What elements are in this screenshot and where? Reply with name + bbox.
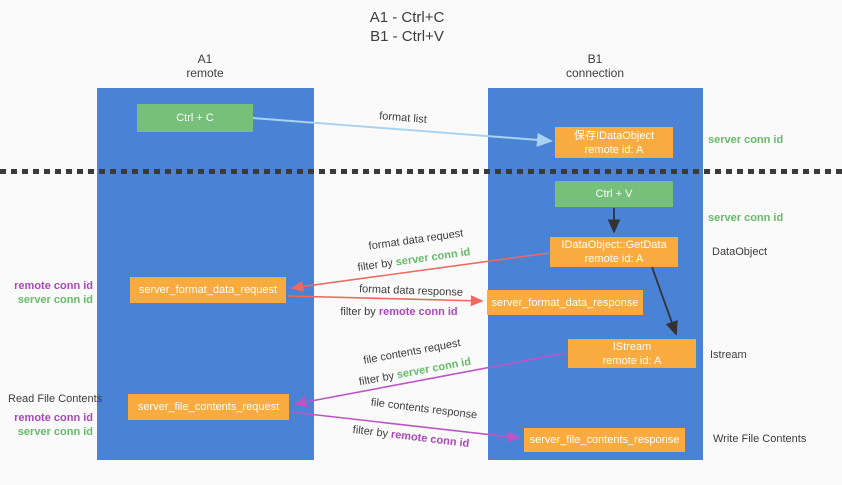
read-file-contents-label: Read File Contents (8, 393, 103, 405)
istream-line1: IStream (612, 340, 652, 353)
ctrl-c-label: Ctrl + C (176, 112, 214, 124)
arrow-format-data-response (287, 295, 484, 307)
lane-header-a1: A1 remote (135, 52, 275, 80)
conn-id-stack-format: remote conn id server conn id (10, 279, 93, 307)
server-format-data-response-node: server_format_data_response (487, 290, 643, 315)
server-conn-id-left-label-2: server conn id (17, 426, 93, 438)
istream-side-label: Istream (710, 349, 747, 361)
arrow-format-list (252, 117, 553, 147)
server-format-data-response-label: server_format_data_response (491, 296, 639, 309)
ctrl-c-node: Ctrl + C (137, 104, 253, 132)
dataobject-label: DataObject (712, 246, 768, 258)
lane-a1-name: A1 (197, 52, 213, 66)
remote-conn-id-text: remote conn id (378, 306, 458, 318)
lane-b1-role: connection (565, 66, 625, 80)
arrow-format-data-request (290, 252, 550, 293)
title-line-1: A1 - Ctrl+C (369, 9, 445, 26)
istream-line2: remote id: A (602, 354, 662, 367)
server-conn-id-right-top-label: server conn id (708, 134, 784, 146)
istream-node: IStream remote id: A (568, 339, 696, 368)
server-file-contents-response-label: server_file_contents_response (529, 434, 680, 446)
server-format-data-request-node: server_format_data_request (130, 277, 286, 303)
arrow-file-contents-response (290, 411, 521, 443)
save-idataobject-line2: remote id: A (584, 143, 644, 156)
getdata-line1: IDataObject::GetData (561, 239, 667, 251)
arrow-getdata-to-istream (651, 266, 678, 336)
lane-a1-role: remote (186, 66, 224, 80)
server-file-contents-request-node: server_file_contents_request (128, 394, 289, 420)
server-conn-id-left-label: server conn id (17, 294, 93, 306)
server-format-data-request-label: server_format_data_request (138, 284, 278, 296)
diagram-title: A1 - Ctrl+C B1 - Ctrl+V (257, 8, 557, 46)
ctrl-v-label: Ctrl + V (595, 188, 633, 200)
arrow-file-contents-request (293, 352, 567, 408)
session-divider-dotted-line (0, 169, 842, 174)
remote-conn-id-left-label: remote conn id (14, 280, 93, 292)
remote-conn-id-left-label-2: remote conn id (14, 412, 93, 424)
title-line-2: B1 - Ctrl+V (370, 28, 444, 45)
server-file-contents-response-node: server_file_contents_response (524, 428, 685, 452)
save-idataobject-node: 保存IDataObject remote id: A (555, 127, 673, 158)
conn-id-stack-file: remote conn id server conn id (10, 411, 93, 439)
getdata-line2: remote id: A (584, 253, 644, 265)
server-file-contents-request-label: server_file_contents_request (137, 401, 280, 413)
lane-b1-name: B1 (587, 52, 603, 66)
lane-header-b1: B1 connection (525, 52, 665, 80)
ctrl-v-node: Ctrl + V (555, 181, 673, 207)
filter-by-text: filter by (340, 306, 376, 318)
save-idataobject-line1: 保存IDataObject (573, 129, 655, 142)
server-conn-id-right-mid-label: server conn id (708, 212, 784, 224)
write-file-contents-label: Write File Contents (713, 433, 807, 445)
idataobject-getdata-node: IDataObject::GetData remote id: A (550, 237, 678, 267)
